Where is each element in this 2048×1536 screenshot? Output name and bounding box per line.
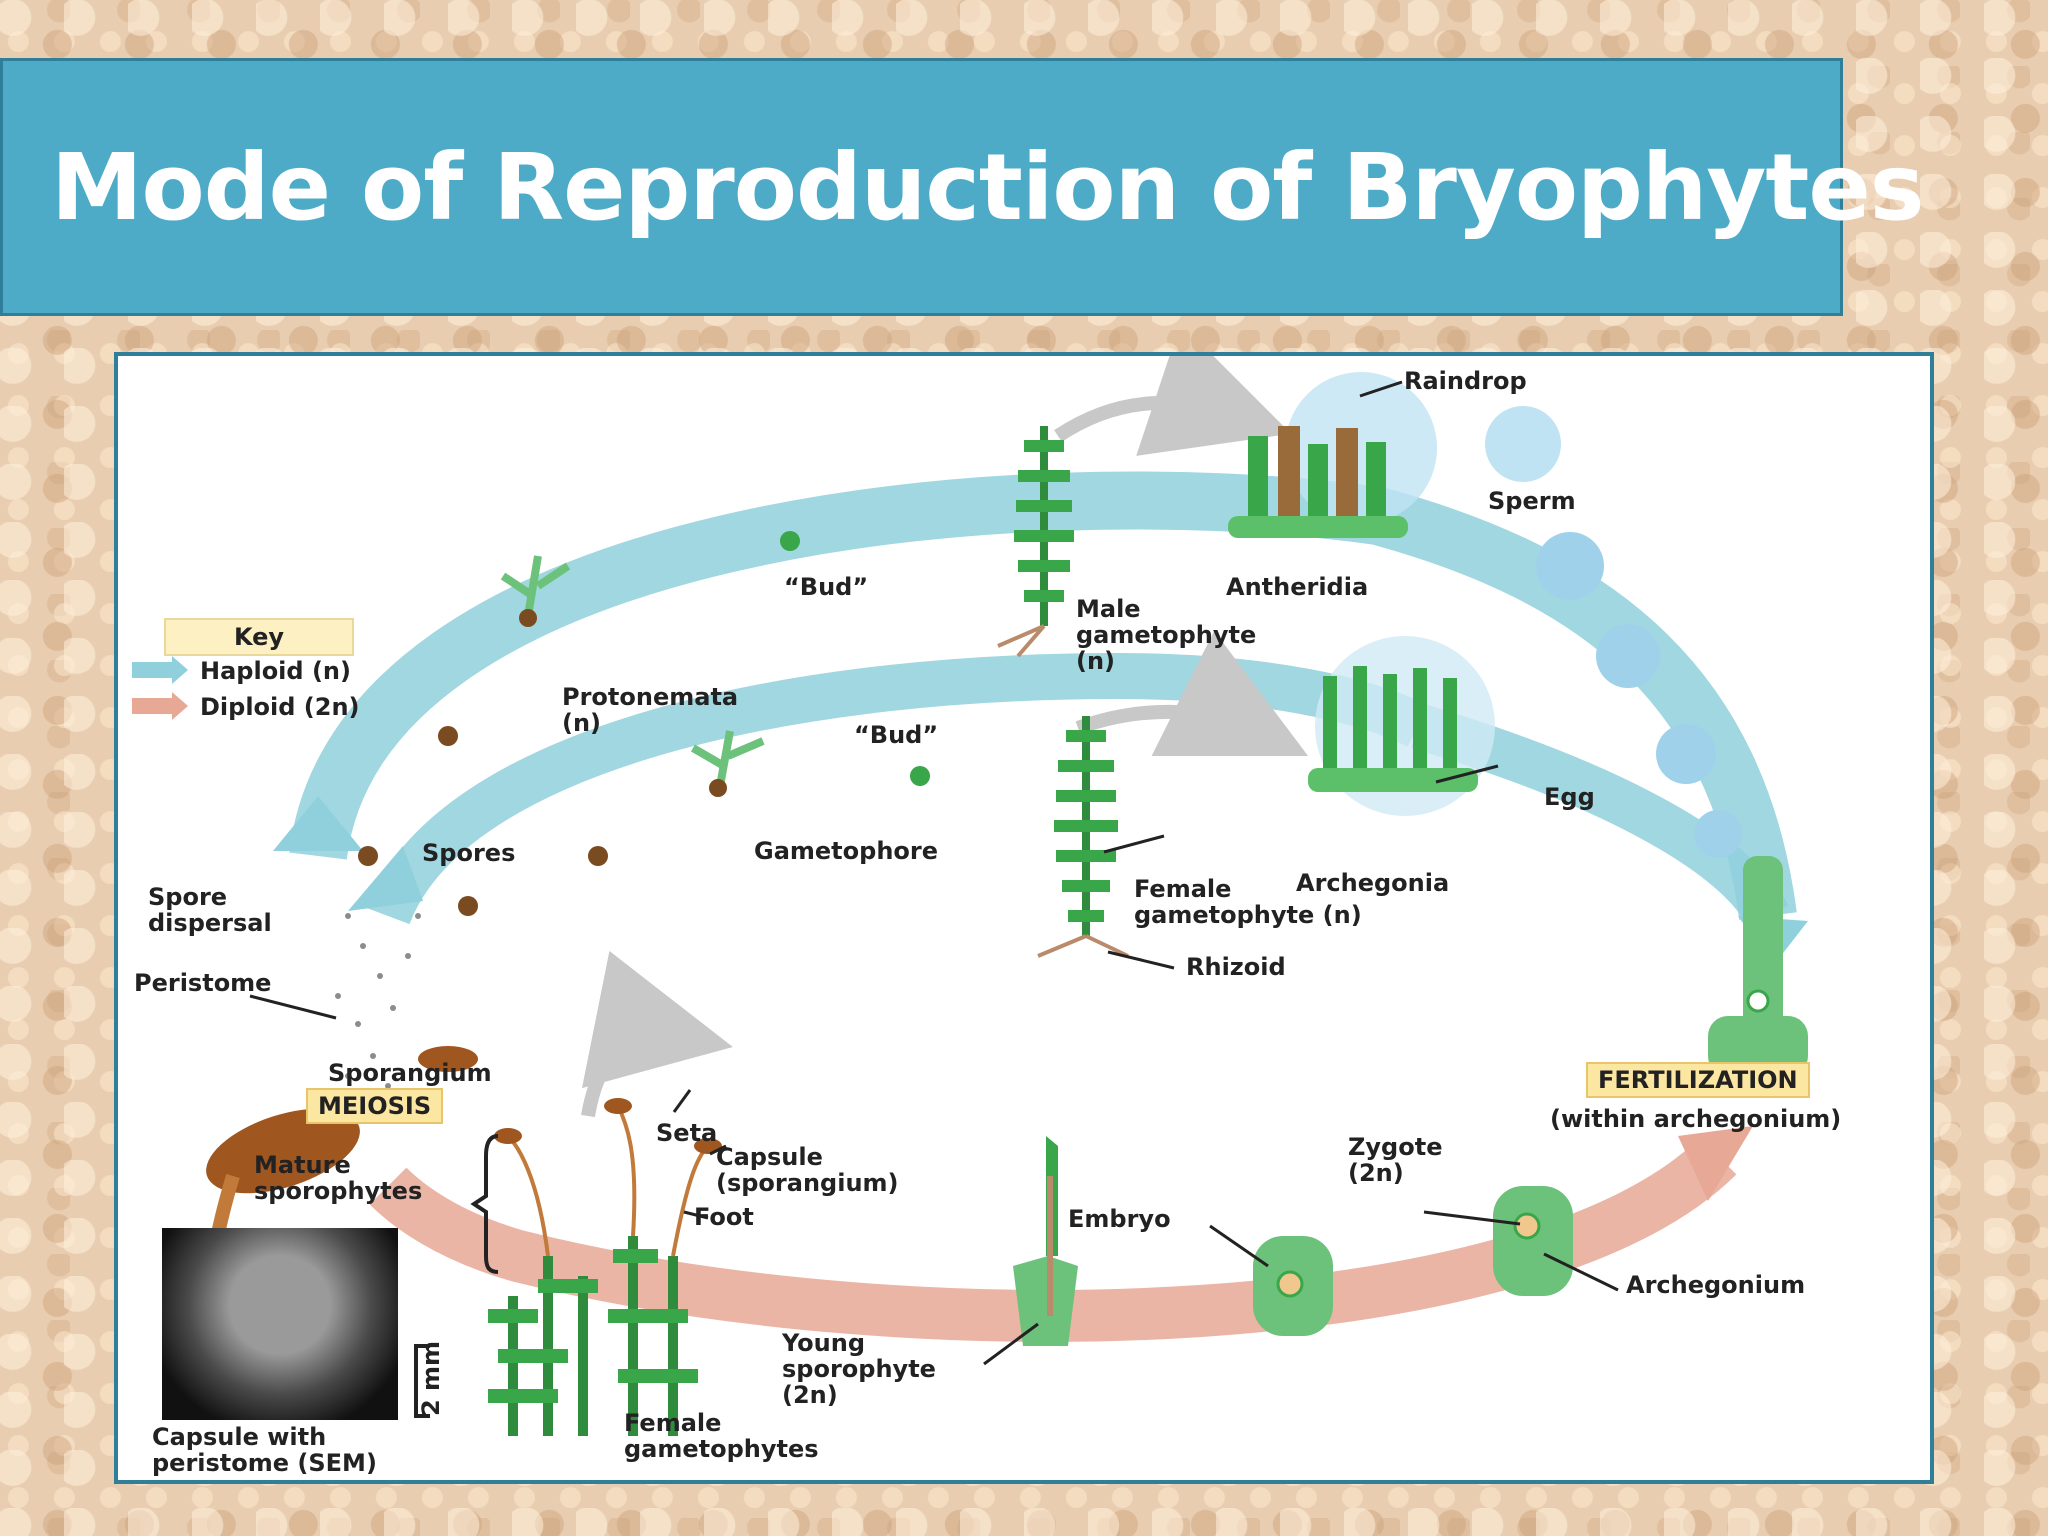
bud-1 bbox=[780, 531, 800, 551]
label-antheridia: Antheridia bbox=[1226, 573, 1369, 601]
label-seta: Seta bbox=[656, 1119, 718, 1147]
sperm-bubble-4 bbox=[1656, 724, 1716, 784]
gray-arrow-mid bbox=[1075, 630, 1309, 757]
diploid-swatch-icon bbox=[132, 692, 188, 720]
label-archegonium: Archegonium bbox=[1626, 1271, 1806, 1299]
label-embryo: Embryo bbox=[1068, 1205, 1171, 1233]
key-diploid-label: Diploid (2n) bbox=[200, 693, 360, 721]
young-sporophyte-plant bbox=[1013, 1136, 1078, 1346]
label-capsule: Capsule (sporangium) bbox=[716, 1143, 899, 1197]
leader-lines bbox=[249, 380, 1619, 1366]
embryo-archegonium bbox=[1253, 1236, 1333, 1336]
bud-2 bbox=[910, 766, 930, 786]
protonema-sprout-1 bbox=[500, 555, 571, 627]
label-gametophore: Gametophore bbox=[754, 837, 939, 865]
female-gametophyte-plant bbox=[1037, 716, 1129, 958]
label-young-sporophyte: Young sporophyte (2n) bbox=[782, 1329, 936, 1409]
haploid-outer-arc bbox=[289, 471, 1797, 920]
label-spores: Spores bbox=[422, 839, 516, 867]
label-within-archegonium: (within archegonium) bbox=[1550, 1105, 1842, 1133]
label-rhizoid: Rhizoid bbox=[1186, 953, 1286, 981]
label-male-gametophyte: Male gametophyte (n) bbox=[1076, 595, 1257, 675]
protonema-sprout-2 bbox=[690, 730, 765, 797]
diploid-arrowhead bbox=[1678, 1126, 1753, 1201]
male-gametophyte-plant bbox=[997, 426, 1074, 658]
spore-4 bbox=[588, 846, 608, 866]
label-sporangium: Sporangium bbox=[328, 1059, 492, 1087]
label-sperm: Sperm bbox=[1488, 487, 1576, 515]
label-mature-sporophytes: Mature sporophytes bbox=[254, 1151, 423, 1205]
spore-1 bbox=[438, 726, 458, 746]
label-peristome: Peristome bbox=[134, 969, 272, 997]
haploid-outer-arrowhead bbox=[273, 796, 363, 851]
gray-arrow-top bbox=[1054, 356, 1292, 456]
page-title: Mode of Reproduction of Bryophytes bbox=[51, 133, 1924, 241]
label-meiosis: MEIOSIS bbox=[306, 1088, 444, 1124]
spore-3 bbox=[458, 896, 478, 916]
label-spore-dispersal: Spore dispersal bbox=[148, 883, 272, 937]
label-fertilization: FERTILIZATION bbox=[1586, 1062, 1810, 1098]
label-capsule-sem: Capsule with peristome (SEM) bbox=[152, 1423, 377, 1477]
sperm-bubble-3 bbox=[1596, 624, 1660, 688]
zygote-archegonium bbox=[1493, 1186, 1573, 1296]
label-protonemata: Protonemata (n) bbox=[562, 683, 739, 737]
life-cycle-diagram: Key Haploid (n) Diploid (2n) Raindrop Sp… bbox=[114, 352, 1934, 1484]
label-raindrop: Raindrop bbox=[1404, 367, 1527, 395]
mature-sporophytes-plants bbox=[488, 1098, 722, 1436]
label-female-gametophyte: Female gametophyte (n) bbox=[1134, 875, 1362, 929]
key-heading: Key bbox=[164, 618, 354, 656]
label-bud-top: “Bud” bbox=[784, 573, 869, 601]
haploid-inner-arrowhead bbox=[348, 846, 423, 911]
scale-bar bbox=[414, 1344, 430, 1418]
sperm-bubble-5 bbox=[1694, 810, 1742, 858]
capsule-sem-photo bbox=[162, 1228, 398, 1420]
sperm-bubble-2 bbox=[1536, 532, 1604, 600]
spore-dispersal-dots bbox=[335, 913, 421, 1089]
sperm-bubble-1 bbox=[1485, 406, 1561, 482]
fertilization-archegonium bbox=[1708, 856, 1808, 1076]
antheridia-cluster bbox=[1228, 426, 1408, 538]
label-scale-bar: 2 mm bbox=[417, 1340, 445, 1416]
label-egg: Egg bbox=[1544, 783, 1595, 811]
mature-sporophytes-bracket bbox=[470, 1134, 499, 1274]
label-female-gametophytes: Female gametophytes bbox=[624, 1409, 819, 1463]
key-haploid-label: Haploid (n) bbox=[200, 657, 351, 685]
spore-2 bbox=[358, 846, 378, 866]
archegonia-cluster bbox=[1308, 666, 1478, 792]
gray-arrow-bottom bbox=[581, 950, 733, 1118]
label-archegonia: Archegonia bbox=[1296, 869, 1450, 897]
label-bud-mid: “Bud” bbox=[854, 721, 939, 749]
haploid-swatch-icon bbox=[132, 656, 188, 684]
label-foot: Foot bbox=[694, 1203, 754, 1231]
label-zygote: Zygote (2n) bbox=[1348, 1133, 1443, 1187]
sporangium-capsule bbox=[418, 1046, 478, 1072]
diagram-artwork bbox=[132, 356, 1808, 1436]
title-banner: Mode of Reproduction of Bryophytes bbox=[0, 58, 1924, 316]
